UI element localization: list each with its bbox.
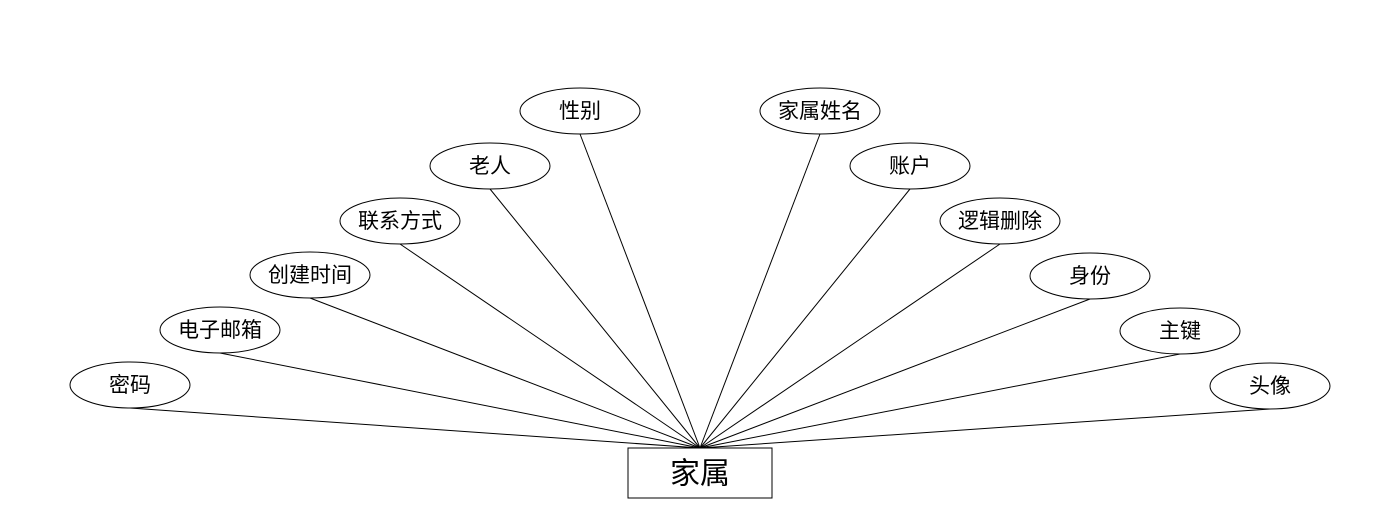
attribute-node: 性别 [519,87,641,135]
attribute-label: 密码 [109,373,151,397]
relation-edge [579,133,701,449]
relation-edge [399,243,701,449]
entity-label: 家属 [670,457,730,492]
attribute-node: 账户 [849,142,971,190]
attribute-ellipse [1029,252,1151,300]
attribute-label: 身份 [1069,264,1111,288]
relation-edge [699,408,1271,449]
relation-edge [699,298,1091,449]
entity-box [627,447,773,499]
attribute-label: 主键 [1159,319,1201,343]
attribute-label: 联系方式 [358,209,442,233]
attribute-node: 身份 [1029,252,1151,300]
attribute-ellipse [939,197,1061,245]
attribute-label: 逻辑删除 [958,209,1042,233]
attribute-label: 电子邮箱 [178,318,262,342]
attribute-ellipse [759,87,881,135]
relation-edge [699,133,821,449]
attribute-node: 电子邮箱 [159,306,281,354]
entity-family-member: 家属 [627,447,773,499]
relation-edge [489,188,701,449]
relation-edge [219,352,701,449]
attribute-ellipse [249,251,371,299]
attribute-label: 性别 [559,99,601,123]
attribute-ellipse [1209,362,1331,410]
attribute-ellipse [339,197,461,245]
attribute-ellipse [429,142,551,190]
attribute-label: 账户 [889,154,931,178]
attribute-ellipse [159,306,281,354]
attribute-node: 老人 [429,142,551,190]
attribute-ellipse [519,87,641,135]
attribute-node: 头像 [1209,362,1331,410]
attribute-label: 创建时间 [268,263,352,287]
attribute-node: 联系方式 [339,197,461,245]
attribute-label: 头像 [1249,374,1291,398]
attribute-label: 老人 [469,154,511,178]
attribute-ellipse [1119,307,1241,355]
attribute-label: 家属姓名 [778,99,862,123]
attribute-node: 主键 [1119,307,1241,355]
attribute-node: 密码 [69,361,191,409]
relation-edge [129,407,701,449]
attribute-ellipse [849,142,971,190]
relation-edge [309,297,701,449]
relation-edge [699,188,911,449]
attribute-node: 逻辑删除 [939,197,1061,245]
attribute-node: 家属姓名 [759,87,881,135]
relation-edge [699,353,1181,449]
relation-edge [699,243,1001,449]
attribute-ellipse [69,361,191,409]
attribute-node: 创建时间 [249,251,371,299]
